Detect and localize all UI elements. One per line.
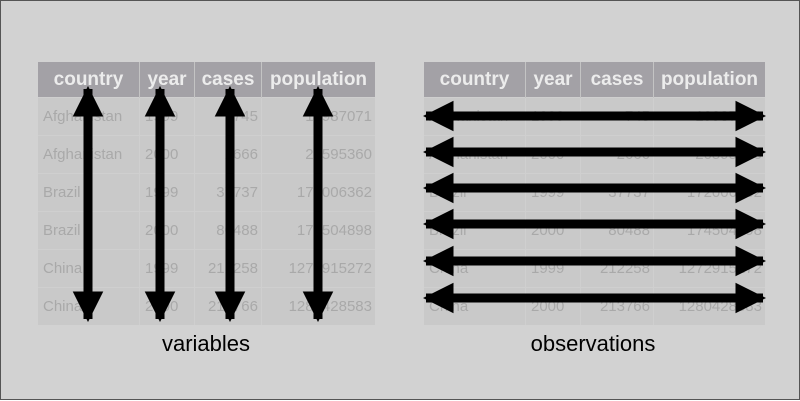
header-country: country <box>424 62 526 98</box>
header-population: population <box>653 62 765 98</box>
variables-caption: variables <box>161 331 251 356</box>
header-year: year <box>525 62 581 98</box>
header-population: population <box>261 62 375 98</box>
table-header-row: country year cases population <box>424 62 765 98</box>
observations-caption: observations <box>530 331 656 356</box>
header-cases: cases <box>580 62 654 98</box>
